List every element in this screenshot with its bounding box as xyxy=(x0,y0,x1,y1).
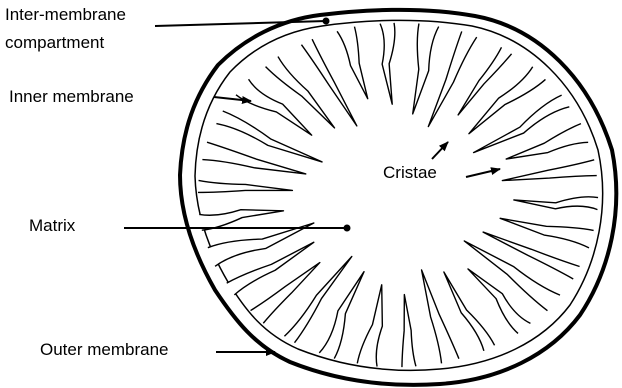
intermembrane-label-line2: compartment xyxy=(5,33,104,53)
cristae-label: Cristae xyxy=(383,163,437,183)
inner-membrane-label: Inner membrane xyxy=(9,87,134,107)
matrix-label: Matrix xyxy=(29,216,75,236)
intermembrane-pointer-dot xyxy=(323,18,330,25)
intermembrane-label-line1: Inter-membrane xyxy=(5,5,126,25)
inner-membrane-outline xyxy=(195,20,603,370)
outer-membrane-label: Outer membrane xyxy=(40,340,169,360)
matrix-pointer-dot xyxy=(344,225,351,232)
